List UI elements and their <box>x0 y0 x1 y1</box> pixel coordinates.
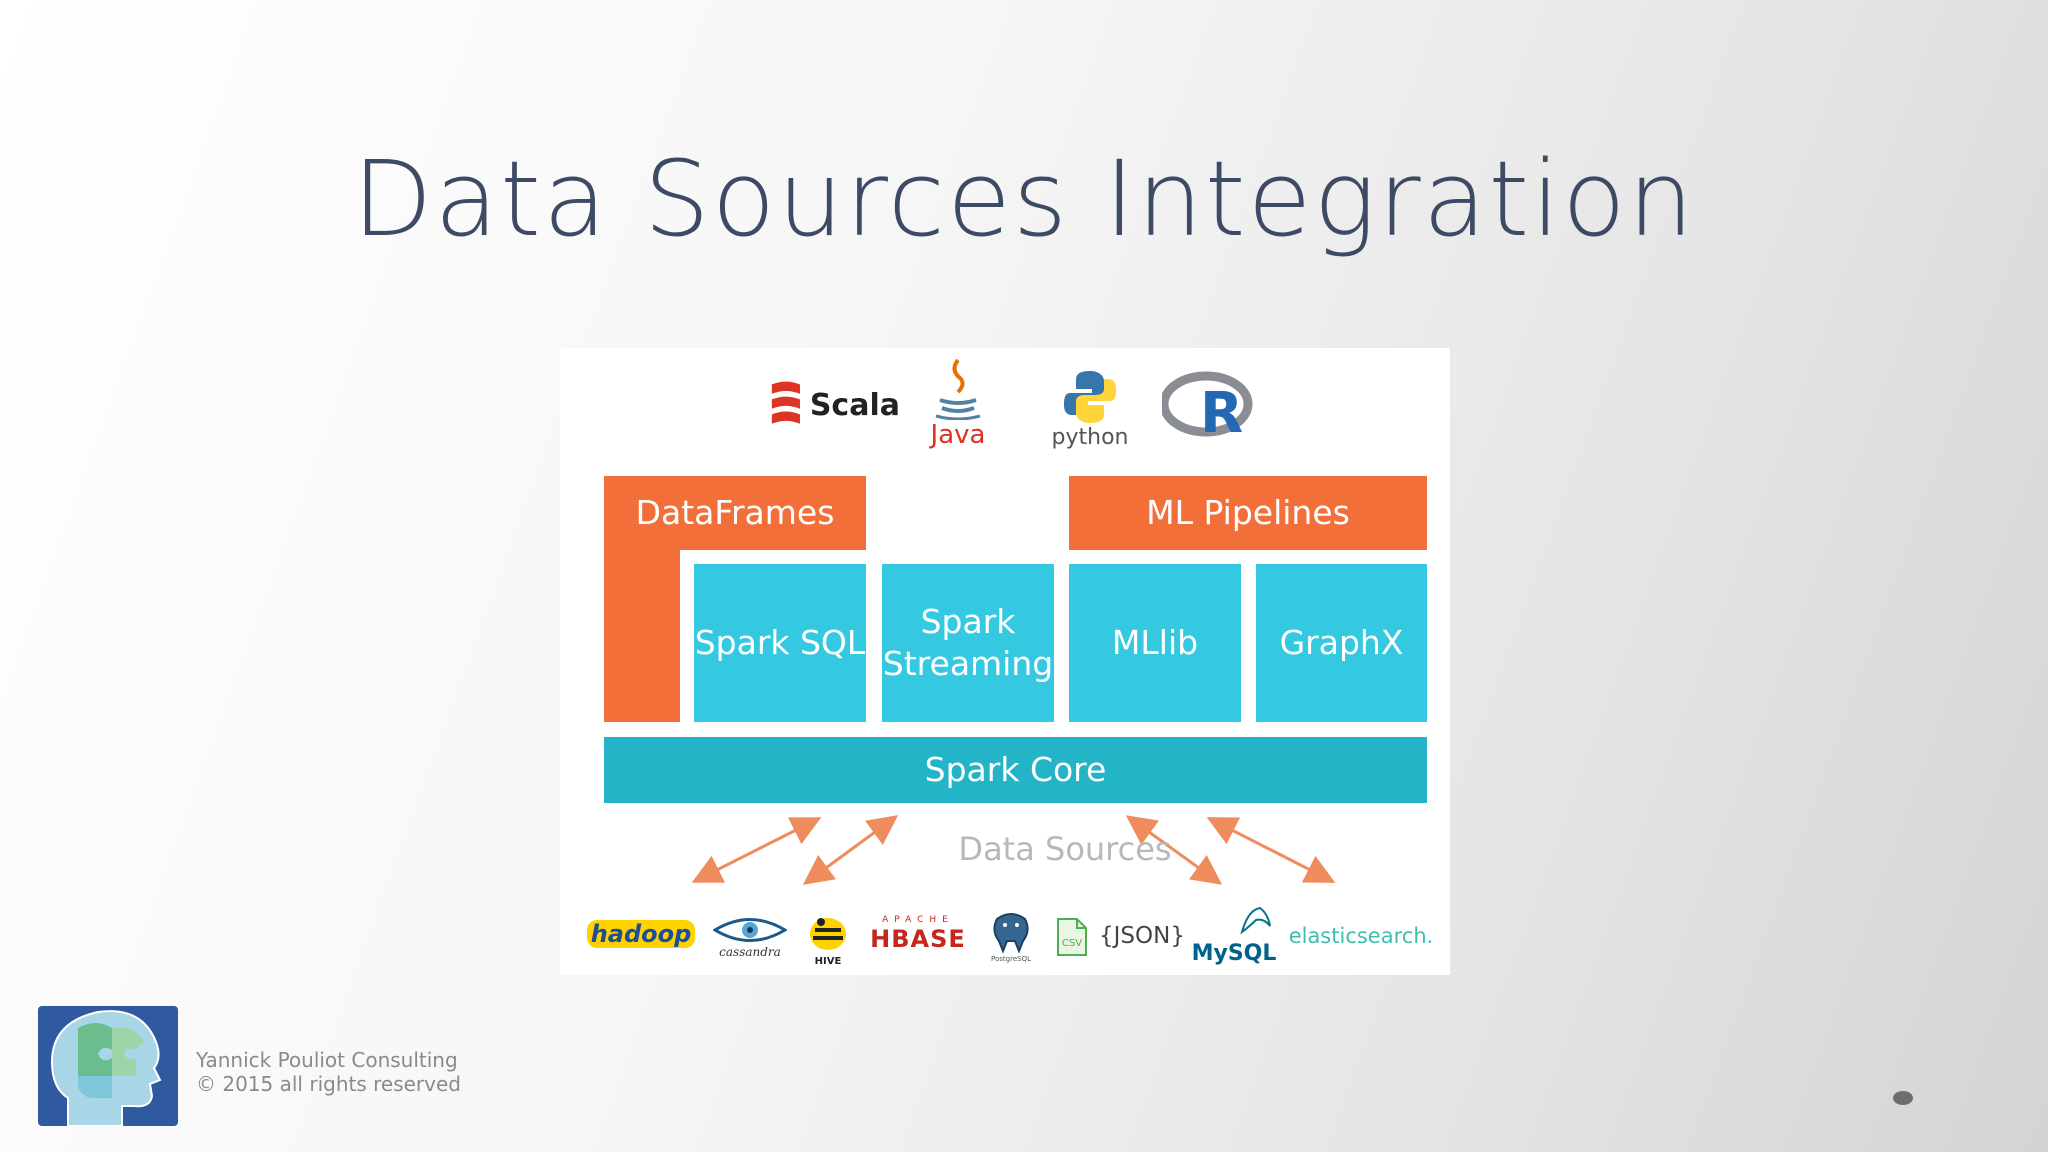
cassandra-logo: cassandra <box>710 904 790 970</box>
hbase-label: HBASE <box>870 925 966 953</box>
postgresql-logo: PostgreSQL <box>978 904 1044 970</box>
spark-core-block: Spark Core <box>604 737 1427 803</box>
mysql-dolphin-icon <box>1240 906 1271 935</box>
cassandra-label: cassandra <box>719 945 781 959</box>
mysql-logo: MySQL <box>1188 904 1280 966</box>
r-logo: R <box>1160 366 1256 446</box>
puzzle-head-icon <box>38 1006 178 1127</box>
dataframes-block-vertical <box>604 550 680 722</box>
dataframes-block: DataFrames <box>604 476 866 550</box>
elasticsearch-logo: elasticsearch. <box>1286 916 1436 956</box>
arrow-2 <box>802 815 899 885</box>
scala-logo-icon <box>771 381 800 424</box>
spark-sql-block: Spark SQL <box>694 564 866 722</box>
postgresql-label: PostgreSQL <box>991 955 1031 963</box>
hive-label: HIVE <box>814 955 842 967</box>
mllib-label: MLlib <box>1111 623 1199 662</box>
spark-core-label: Spark Core <box>924 750 1107 789</box>
mllib-block: MLlib <box>1069 564 1241 722</box>
spark-architecture-diagram: Scala Java python R DataFrames ML Pipeli… <box>560 348 1450 975</box>
slide-indicator-dot[interactable] <box>1893 1091 1913 1105</box>
java-logo-icon <box>935 358 981 420</box>
mysql-label: MySQL <box>1191 941 1277 966</box>
json-label: {JSON} <box>1099 923 1185 949</box>
hive-logo: HIVE <box>798 904 858 970</box>
java-logo: Java <box>923 350 993 450</box>
ml-pipelines-label: ML Pipelines <box>1146 493 1350 532</box>
footer-company: Yannick Pouliot Consulting <box>196 1048 458 1072</box>
ml-pipelines-block: ML Pipelines <box>1069 476 1427 550</box>
slide-title: Data Sources Integration <box>352 138 1696 260</box>
csv-file-icon: CSV <box>1057 918 1087 956</box>
hadoop-logo: hadoop <box>580 914 702 954</box>
graphx-label: GraphX <box>1279 623 1404 662</box>
consulting-logo <box>38 998 178 1134</box>
data-flow-arrows <box>691 815 1336 885</box>
arrow-4 <box>1206 817 1336 883</box>
arrow-3 <box>1125 815 1223 885</box>
hive-bee-icon <box>810 917 846 950</box>
elasticsearch-label: elasticsearch. <box>1288 924 1434 948</box>
footer-copyright: © 2015 all rights reserved <box>196 1072 461 1096</box>
data-sources-label: Data Sources <box>958 830 1172 868</box>
scala-logo: Scala <box>770 372 900 438</box>
json-logo: {JSON} <box>1099 916 1185 956</box>
r-logo-letter: R <box>1200 381 1243 442</box>
graphx-block: GraphX <box>1256 564 1427 722</box>
csv-logo: CSV <box>1050 912 1094 962</box>
dataframes-label: DataFrames <box>635 493 835 532</box>
python-label: python <box>1051 425 1129 450</box>
hadoop-label: hadoop <box>586 920 696 948</box>
hbase-small-label: APACHE <box>882 915 954 925</box>
python-logo-icon <box>1064 371 1116 423</box>
python-logo: python <box>1040 358 1140 450</box>
arrow-1 <box>691 817 822 883</box>
cassandra-eye-icon <box>713 918 787 942</box>
spark-streaming-block: Spark Streaming <box>882 564 1054 722</box>
spark-streaming-label-line1: Spark <box>920 602 1016 641</box>
footer-credits: Yannick Pouliot Consulting © 2015 all ri… <box>196 1048 461 1096</box>
postgresql-elephant-icon <box>993 913 1029 954</box>
java-label: Java <box>930 420 986 450</box>
hbase-logo: APACHE HBASE <box>866 910 970 958</box>
scala-label: Scala <box>809 387 900 423</box>
spark-streaming-label-line2: Streaming <box>882 644 1054 683</box>
r-logo-icon: R <box>1162 371 1253 442</box>
csv-label: CSV <box>1062 938 1082 949</box>
spark-sql-label: Spark SQL <box>694 623 866 662</box>
